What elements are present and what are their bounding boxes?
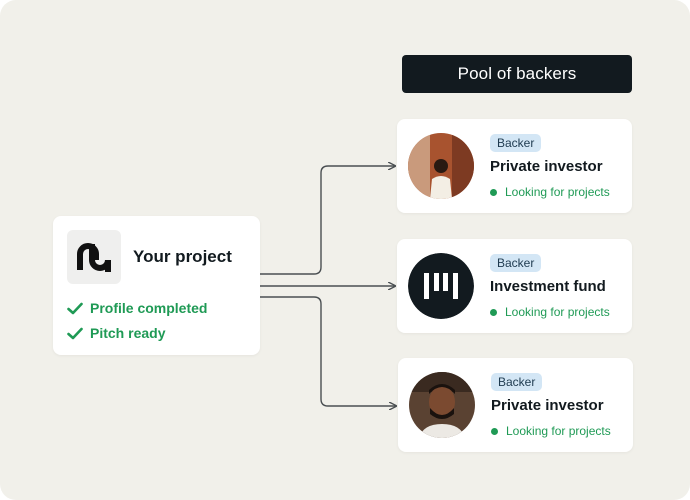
check-label: Profile completed <box>90 300 208 316</box>
status-label: Looking for projects <box>505 305 610 319</box>
backer-card-private-investor-2[interactable]: Backer Private investor Looking for proj… <box>398 358 633 452</box>
project-card: Your project Profile completed Pitch rea… <box>53 216 260 355</box>
backer-status: Looking for projects <box>490 185 610 199</box>
project-title: Your project <box>133 247 232 266</box>
check-label: Pitch ready <box>90 325 166 341</box>
arrow-to-backer-3 <box>260 296 396 406</box>
pool-of-backers-header: Pool of backers <box>402 55 632 93</box>
avatar-photo-1 <box>408 133 474 199</box>
checkmark-icon <box>67 302 83 314</box>
status-dot-icon <box>490 308 497 316</box>
backer-badge: Backer <box>491 373 543 391</box>
status-dot-icon <box>491 427 498 435</box>
backer-status: Looking for projects <box>491 424 611 438</box>
backer-card-investment-fund[interactable]: Backer Investment fund Looking for proje… <box>397 239 632 333</box>
backer-title: Private investor <box>491 397 604 414</box>
person-avatar-icon <box>409 372 475 438</box>
backer-title: Investment fund <box>490 278 606 295</box>
arrow-to-backer-1 <box>260 166 395 275</box>
check-item-pitch: Pitch ready <box>67 325 165 341</box>
backer-badge: Backer <box>490 134 542 152</box>
status-label: Looking for projects <box>505 185 610 199</box>
status-label: Looking for projects <box>506 424 611 438</box>
backer-status: Looking for projects <box>490 305 610 319</box>
avatar-photo-2 <box>409 372 475 438</box>
backer-title: Private investor <box>490 158 603 175</box>
status-dot-icon <box>490 188 497 196</box>
checkmark-icon <box>67 327 83 339</box>
project-logo <box>67 230 121 284</box>
person-avatar-icon <box>408 133 474 199</box>
project-logo-icon <box>77 243 111 272</box>
backer-card-private-investor-1[interactable]: Backer Private investor Looking for proj… <box>397 119 632 213</box>
backer-badge: Backer <box>490 254 542 272</box>
check-item-profile: Profile completed <box>67 300 207 316</box>
fund-logo-icon <box>408 253 474 319</box>
avatar-fund-logo <box>408 253 474 319</box>
pool-title: Pool of backers <box>457 64 577 83</box>
